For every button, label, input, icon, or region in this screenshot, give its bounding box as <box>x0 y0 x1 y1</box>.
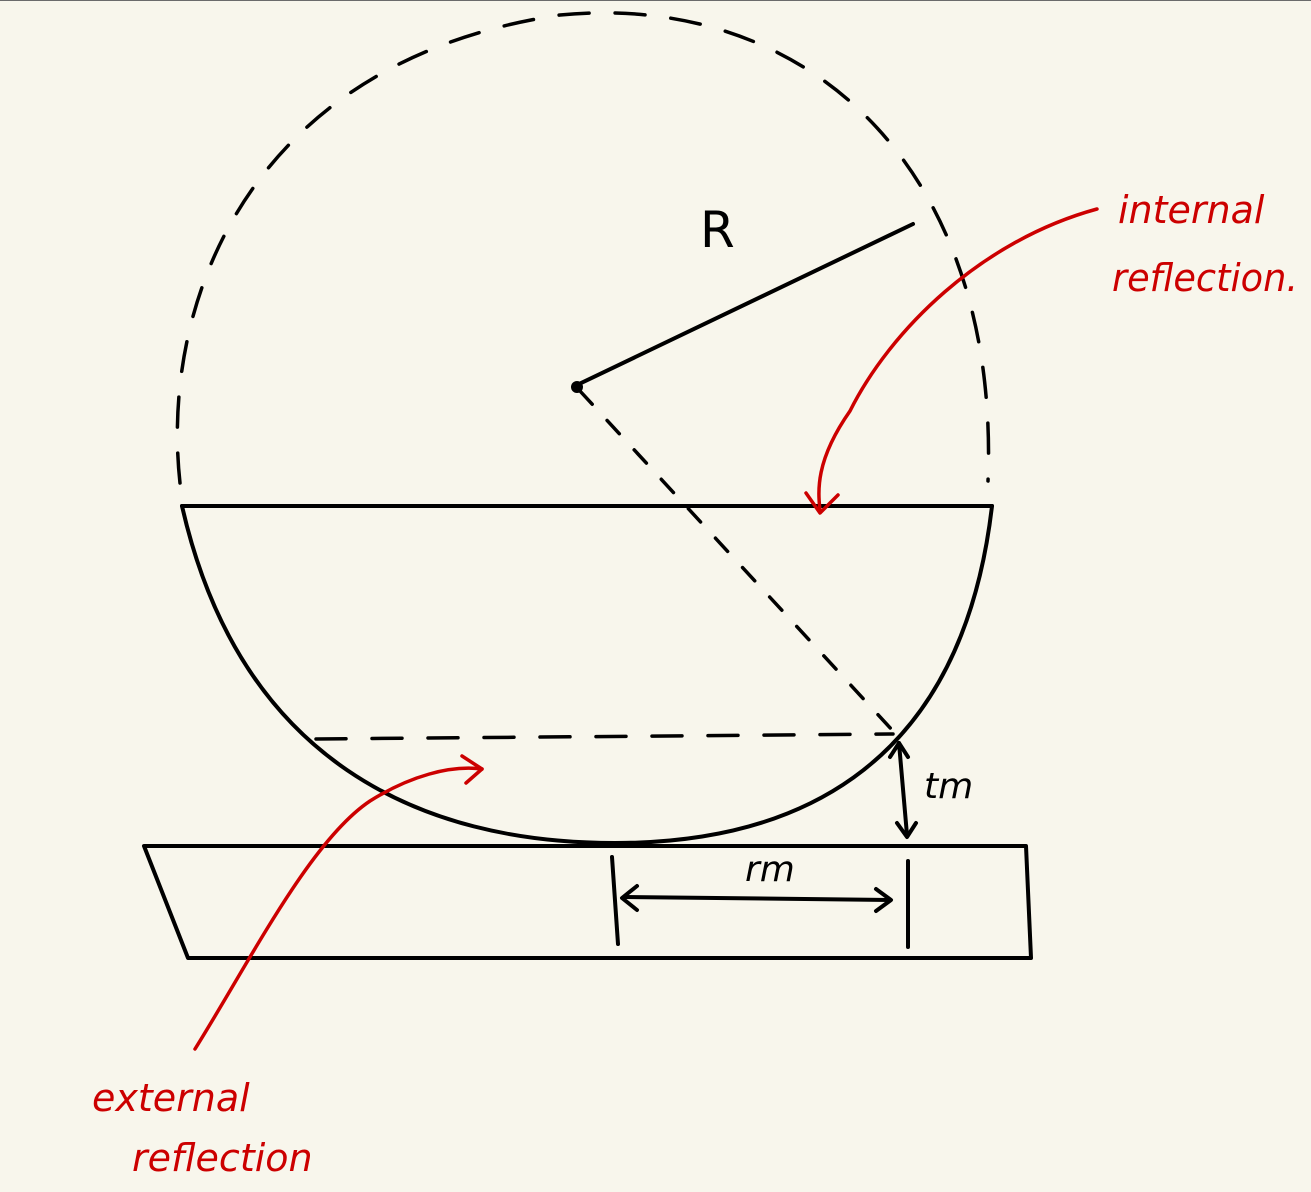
tm-label: tm <box>924 766 973 807</box>
radius-line <box>575 222 915 387</box>
rm-label: rm <box>745 849 795 890</box>
internal-reflection-arrow <box>804 207 1099 515</box>
center-to-edge-dashed <box>578 389 895 733</box>
base-plate <box>142 844 1033 960</box>
sphere-outline-dashed <box>175 11 991 485</box>
radius-label: R <box>700 201 735 259</box>
chord-dashed <box>314 732 895 741</box>
lens-curved-bottom <box>180 504 994 845</box>
internal-reflection-label-line1: internal <box>1118 188 1265 232</box>
external-reflection-arrow <box>193 754 484 1051</box>
tm-dimension-arrow <box>888 741 918 839</box>
rm-dimension <box>610 855 910 949</box>
internal-reflection-label-line2: reflection. <box>1112 256 1298 300</box>
external-reflection-label-line1: external <box>92 1076 250 1120</box>
external-reflection-label-line2: reflection <box>132 1136 313 1180</box>
